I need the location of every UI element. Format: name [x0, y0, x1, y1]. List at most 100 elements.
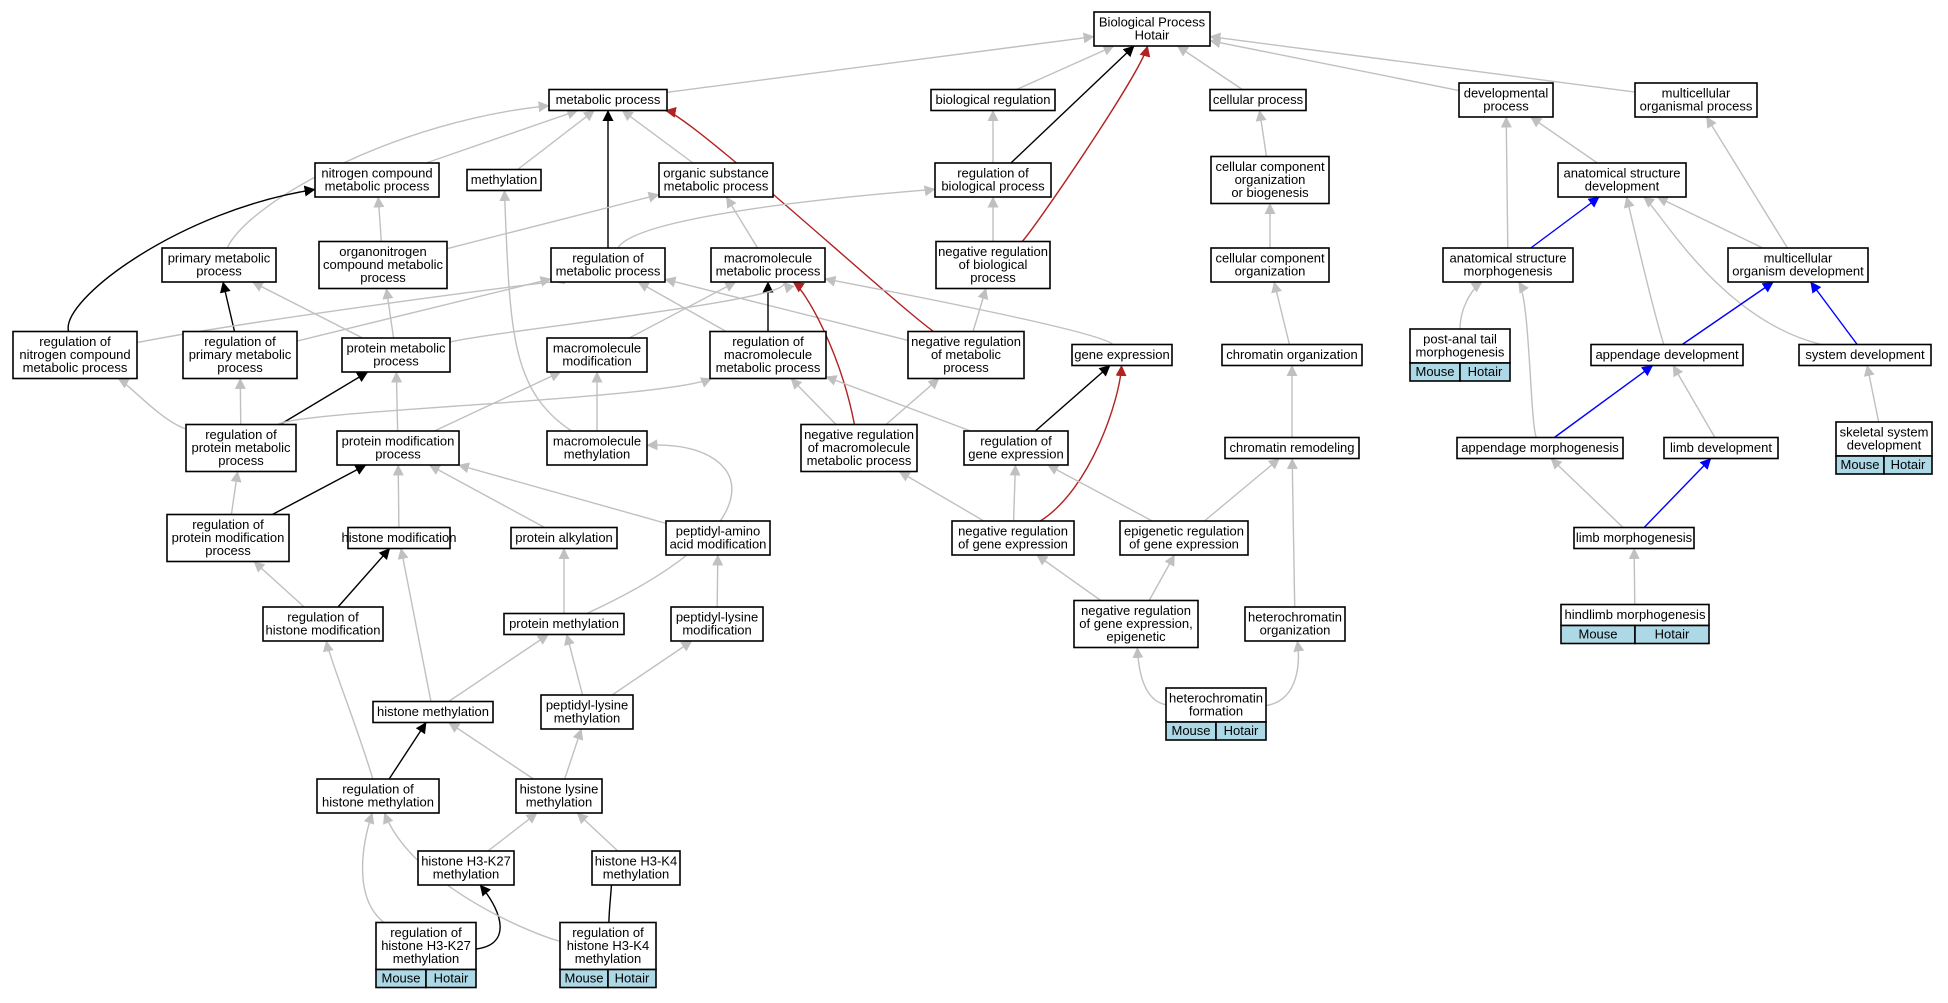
go-term-limbdev[interactable]: limb development	[1663, 436, 1779, 460]
term-label-line: regulation of	[204, 334, 276, 349]
term-box	[1224, 436, 1360, 460]
go-term-histmethyl[interactable]: histone methylation	[372, 700, 494, 724]
edge-reggeneexp-to-regmacro	[825, 375, 971, 432]
go-term-methylation[interactable]: methylation	[466, 168, 542, 192]
edge-nitro-to-metabolic	[425, 108, 579, 164]
term-label-line: peptidyl-lysine	[676, 610, 758, 625]
edge-hindlimb-to-limbmorph	[1628, 547, 1640, 605]
go-term-appmorph[interactable]: appendage morphogenesis	[1456, 436, 1624, 460]
go-term-chromrem[interactable]: chromatin remodeling	[1224, 436, 1360, 460]
term-label-line: methylation	[554, 711, 620, 726]
go-term-protalk[interactable]: protein alkylation	[510, 526, 618, 550]
term-label-line: macromolecule	[724, 347, 812, 362]
term-label-line: histone modification	[342, 530, 457, 545]
go-term-limbmorph[interactable]: limb morphogenesis	[1573, 526, 1695, 550]
term-label-line: of gene expression,	[1079, 616, 1192, 631]
term-box	[907, 330, 1025, 380]
term-label-line: chromatin organization	[1226, 347, 1358, 362]
term-box	[341, 337, 451, 373]
annotation-cell	[1215, 721, 1267, 741]
edge-bioreg-to-bp	[1016, 45, 1115, 91]
edge-macrometa-to-orgsub	[725, 196, 759, 249]
term-box	[1634, 82, 1758, 118]
go-term-cellproc[interactable]: cellular process	[1209, 88, 1307, 112]
edge-line	[617, 185, 936, 249]
go-term-bioreg[interactable]: biological regulation	[930, 88, 1056, 112]
edge-sysdev-to-multidev	[1810, 281, 1858, 345]
edge-line	[725, 196, 759, 249]
go-term-metabolic[interactable]: metabolic process	[548, 88, 668, 112]
edge-line	[1009, 464, 1021, 522]
term-label-line: appendage development	[1595, 347, 1739, 362]
term-label-line: histone methylation	[322, 795, 434, 810]
go-term-sysdev[interactable]: system development	[1798, 343, 1932, 367]
go-term-protmethyl[interactable]: protein methylation	[503, 612, 625, 636]
edge-orgsub-to-metabolic	[621, 109, 694, 164]
edge-multiorg-to-bp	[1209, 32, 1636, 93]
go-term-appdev[interactable]: appendage development	[1590, 343, 1744, 367]
edge-line	[1643, 196, 1822, 346]
go-term-chromorg[interactable]: chromatin organization	[1221, 343, 1363, 367]
edge-histmethyl-to-protmethyl	[448, 633, 549, 703]
edge-negreggeneexp-to-negregmacro	[898, 470, 985, 522]
term-label-line: regulation of	[192, 517, 264, 532]
go-term-histmod[interactable]: histone modification	[342, 526, 457, 550]
term-box	[515, 778, 603, 814]
term-label-line: negative regulation	[804, 427, 914, 442]
go-term-geneexp[interactable]: gene expression	[1071, 343, 1173, 367]
edge-line	[1209, 32, 1636, 93]
term-label-line: process	[1483, 99, 1529, 114]
edge-line	[637, 281, 727, 333]
term-label-line: negative regulation	[958, 524, 1068, 539]
edge-sysdev-to-asdev	[1643, 196, 1822, 346]
term-label-line: biological process	[941, 179, 1045, 194]
term-label-line: organic substance	[663, 166, 769, 181]
